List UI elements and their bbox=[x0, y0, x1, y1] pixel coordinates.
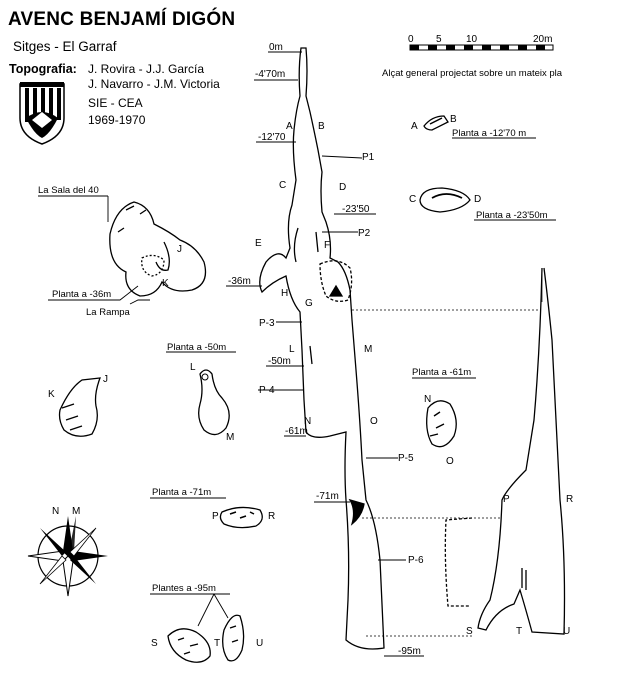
plan-p-r bbox=[150, 497, 263, 529]
depth-label-50m: -50m bbox=[268, 356, 291, 367]
section-letter-p: P bbox=[503, 494, 510, 505]
projected-elevation bbox=[444, 267, 566, 635]
section-letter-e: E bbox=[255, 238, 262, 249]
depth-label-36m: -36m bbox=[228, 276, 251, 287]
pitch-label-p5: P-5 bbox=[398, 453, 414, 464]
plan-cd-letter-c: C bbox=[409, 194, 416, 205]
depth-label-95m: -95m bbox=[398, 646, 421, 657]
plan-sala-letter-k: K bbox=[162, 278, 169, 289]
compass-magnetic-label: M bbox=[72, 506, 80, 517]
organization: SIE - CEA bbox=[88, 96, 143, 110]
plan-n-o bbox=[412, 377, 476, 448]
plan-l-m bbox=[166, 351, 236, 436]
plan-61-caption: Planta a -61m bbox=[412, 367, 471, 378]
depth-label-12-70: -12'70 bbox=[258, 132, 286, 143]
plan-ab-caption: Planta a -12'70 m bbox=[452, 128, 526, 139]
pitch-label-p1: P1 bbox=[362, 152, 375, 163]
depth-label-61m: -61m bbox=[285, 426, 308, 437]
plan-sala-caption: La Sala del 40 bbox=[38, 185, 99, 196]
scale-tick-0: 0 bbox=[408, 34, 414, 45]
depth-label-4-70m: -4'70m bbox=[255, 69, 285, 80]
plan-no-letter-n: N bbox=[424, 394, 431, 405]
plan-36-caption: Planta a -36m bbox=[52, 289, 111, 300]
topography-label: Topografia: bbox=[9, 62, 77, 76]
section-letter-g: G bbox=[305, 298, 313, 309]
plan-lm-letter-l: L bbox=[190, 362, 196, 373]
plan-stu-letter-s: S bbox=[151, 638, 158, 649]
section-letter-m: M bbox=[364, 344, 372, 355]
pitch-label-p4: P-4 bbox=[259, 385, 275, 396]
projection-guides bbox=[352, 309, 540, 637]
plan-cd-letter-d: D bbox=[474, 194, 481, 205]
plan-pr-letter-r: R bbox=[268, 511, 275, 522]
projection-note: Alçat general projectat sobre un mateix … bbox=[382, 68, 563, 79]
section-letter-c: C bbox=[279, 180, 286, 191]
plan-71-caption: Planta a -71m bbox=[152, 487, 211, 498]
plan-lm-letter-m: M bbox=[226, 432, 234, 443]
plan-cd-caption: Planta a -23'50m bbox=[476, 210, 548, 221]
authors-line-2: J. Navarro - J.M. Victoria bbox=[88, 77, 220, 91]
depth-label-0m: 0m bbox=[269, 42, 283, 53]
depth-label-23-50: -23'50 bbox=[342, 204, 370, 215]
section-letter-u: U bbox=[563, 626, 570, 637]
compass-rose bbox=[27, 516, 108, 597]
scale-tick-5: 5 bbox=[436, 34, 442, 45]
club-emblem bbox=[19, 82, 65, 145]
scale-tick-20: 20m bbox=[533, 34, 552, 45]
leader-lines bbox=[226, 51, 424, 657]
plan-stu-letter-u: U bbox=[256, 638, 263, 649]
plan-k-j bbox=[58, 377, 101, 437]
scale-bar bbox=[409, 44, 554, 51]
section-letter-r: R bbox=[566, 494, 573, 505]
section-letter-f: F bbox=[324, 240, 330, 251]
plan-95-caption: Plantes a -95m bbox=[152, 583, 216, 594]
authors-line-1: J. Rovira - J.J. García bbox=[88, 62, 205, 76]
plan-kj-letter-j: J bbox=[103, 374, 108, 385]
plan-s-t-u bbox=[150, 593, 245, 663]
section-letter-a: A bbox=[286, 121, 293, 132]
pitch-label-p3: P-3 bbox=[259, 318, 275, 329]
plan-no-letter-o: O bbox=[446, 456, 454, 467]
pitch-label-p6: P-6 bbox=[408, 555, 424, 566]
plan-sala-letter-j: J bbox=[177, 244, 182, 255]
plan-rampa-caption: La Rampa bbox=[86, 307, 131, 318]
plan-a-b bbox=[423, 115, 536, 139]
section-letter-h: H bbox=[281, 288, 288, 299]
scale-tick-10: 10 bbox=[466, 34, 478, 45]
section-letter-n: N bbox=[304, 416, 311, 427]
plan-pr-letter-p: P bbox=[212, 511, 219, 522]
section-letter-d: D bbox=[339, 182, 346, 193]
plan-ab-letter-b: B bbox=[450, 114, 457, 125]
section-letter-o: O bbox=[370, 416, 378, 427]
page-title: AVENC BENJAMÍ DIGÓN bbox=[8, 9, 236, 30]
section-letter-l: L bbox=[289, 344, 295, 355]
compass-north-label: N bbox=[52, 506, 59, 517]
section-letter-s: S bbox=[466, 626, 473, 637]
plan-kj-letter-k: K bbox=[48, 389, 55, 400]
plan-stu-letter-t: T bbox=[214, 638, 220, 649]
plan-sala-del-40 bbox=[38, 195, 207, 305]
plan-ab-letter-a: A bbox=[411, 121, 418, 132]
location-subtitle: Sitges - El Garraf bbox=[13, 39, 117, 54]
survey-years: 1969-1970 bbox=[88, 113, 146, 127]
pitch-label-p2: P2 bbox=[358, 228, 371, 239]
section-letter-t: T bbox=[516, 626, 522, 637]
plan-50-caption: Planta a -50m bbox=[167, 342, 226, 353]
depth-label-71m: -71m bbox=[316, 491, 339, 502]
plan-c-d bbox=[419, 187, 556, 221]
section-letter-b: B bbox=[318, 121, 325, 132]
